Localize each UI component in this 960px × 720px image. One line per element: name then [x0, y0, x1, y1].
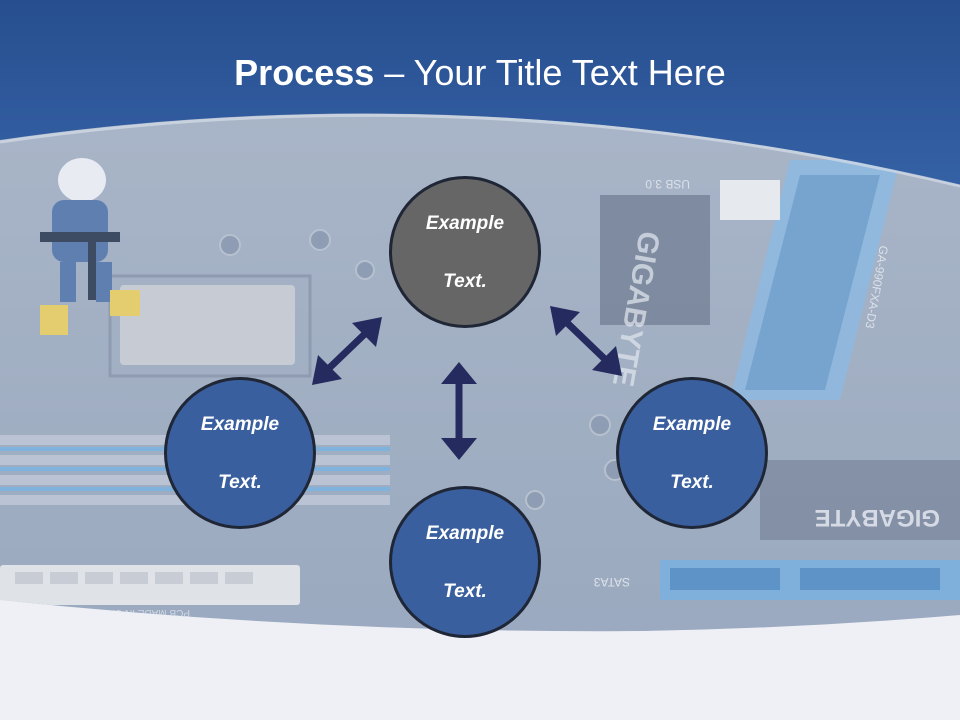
arrow-left-diagonal	[312, 317, 382, 385]
title-separator: –	[374, 52, 414, 93]
title-bold: Process	[234, 52, 375, 93]
board-sata-label: SATA3	[593, 575, 630, 589]
arrow-right-diagonal	[550, 306, 622, 376]
arrow-vertical	[441, 362, 477, 460]
circle-left-line2: Text.	[218, 471, 262, 493]
circle-bottom-line2: Text.	[443, 580, 487, 602]
board-made-in: PCB MADE IN CHINA	[91, 607, 190, 618]
circle-bottom-line1: Example	[425, 522, 505, 544]
bottom-band	[0, 600, 960, 720]
board-brand-right: GIGABYTE	[815, 504, 940, 531]
worker-figure	[40, 158, 140, 335]
circle-right-line2: Text.	[670, 471, 714, 493]
arrows	[312, 306, 622, 460]
board-usb-label: USB 3.0	[645, 177, 690, 191]
circle-right-line1: Example	[652, 413, 732, 435]
circle-left-line1: Example	[200, 413, 280, 435]
title-rest: Your Title Text Here	[413, 52, 726, 93]
circle-top-line1: Example	[425, 212, 505, 234]
slide-title: Process – Your Title Text Here	[0, 52, 960, 94]
circle-top-line2: Text.	[443, 270, 487, 292]
